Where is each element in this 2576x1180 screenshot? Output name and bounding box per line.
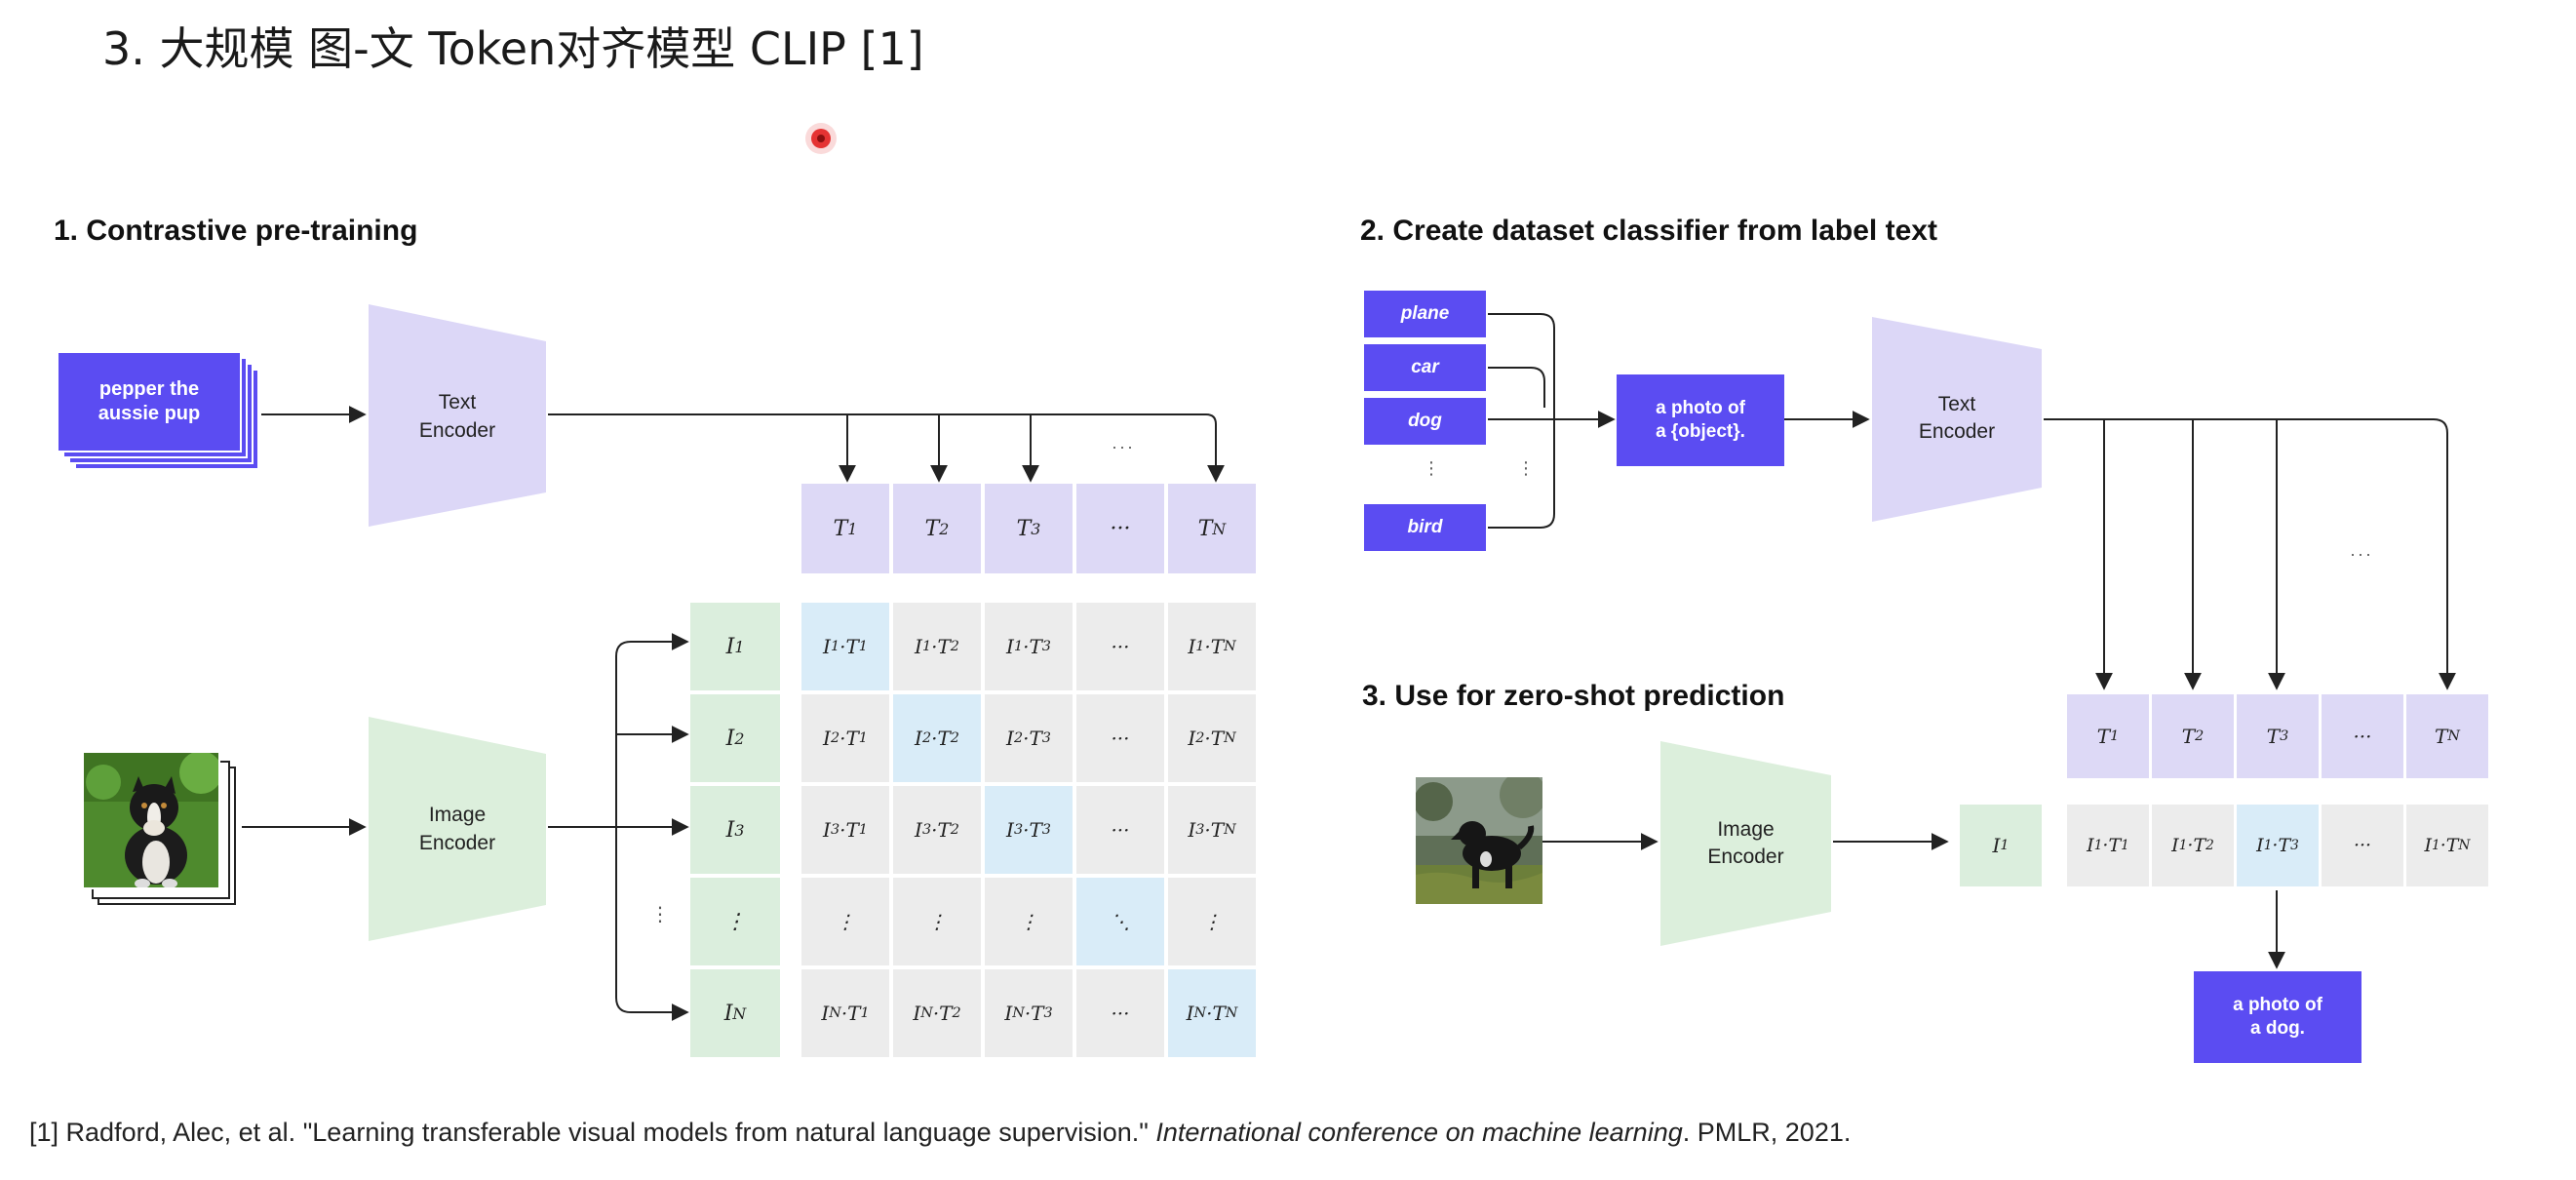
text-encoder-label: Text Encoder [418, 391, 496, 442]
matrix-cell: ··· [1076, 694, 1164, 782]
panel3-heading: 3. Use for zero-shot prediction [1362, 680, 1785, 712]
query-dog-image [1416, 777, 1542, 904]
panel2-ellipsis: ··· [2350, 544, 2373, 564]
text-encoder-2-label: Text Encoder [1918, 392, 1996, 443]
matrix-cell: ··· [1076, 786, 1164, 874]
panel3-text-token-4: ··· [2322, 694, 2403, 778]
label-bird: bird [1362, 502, 1488, 553]
image-token-4: ⋮ [690, 878, 780, 965]
matrix-cell: ⋮ [893, 878, 981, 965]
image-encoder-shape [369, 717, 546, 941]
panel1-heading: 1. Contrastive pre-training [54, 215, 418, 247]
top-ellipsis: ··· [1112, 437, 1135, 456]
citation-venue: International conference on machine lear… [1155, 1118, 1683, 1147]
label-dog: dog [1362, 396, 1488, 447]
label-car: car [1362, 342, 1488, 393]
matrix-cell: ⋮ [801, 878, 889, 965]
text-encoder-shape [369, 304, 546, 527]
laser-pointer-icon [811, 129, 831, 148]
slide-title: 3. 大规模 图-文 Token对齐模型 CLIP [1] [102, 22, 924, 75]
citation-paper: "Learning transferable visual models fro… [302, 1118, 1149, 1147]
prompt-template: a photo of a {object}. [1617, 374, 1784, 466]
text-token-4: ··· [1076, 484, 1164, 573]
label-ellipsis: ⋮ [1423, 458, 1440, 478]
citation: [1] Radford, Alec, et al. "Learning tran… [29, 1118, 1852, 1147]
image-encoder-shape-2 [1660, 741, 1831, 946]
prediction-result: a photo of a dog. [2194, 971, 2361, 1063]
matrix-cell: ⋮ [985, 878, 1073, 965]
label-ellipsis: ⋮ [1517, 458, 1535, 478]
matrix-cell: ⋮ [1168, 878, 1256, 965]
dog-image [82, 751, 220, 889]
matrix-cell: ··· [1076, 603, 1164, 690]
image-encoder-2-label: Image Encoder [1707, 817, 1784, 868]
panel3-product-cell: ··· [2322, 805, 2403, 886]
panel2-heading: 2. Create dataset classifier from label … [1360, 215, 1937, 247]
matrix-cell: ··· [1076, 969, 1164, 1057]
label-plane: plane [1362, 289, 1488, 339]
image-encoder-label: Image Encoder [418, 804, 496, 854]
row-ellipsis: ⋮ [650, 904, 670, 925]
text-encoder-shape-2 [1872, 317, 2042, 522]
matrix-cell: ⋱ [1076, 878, 1164, 965]
text-input-box: pepper the aussie pup [57, 351, 242, 452]
citation-ref: [1] [29, 1118, 59, 1147]
citation-publisher: PMLR, 2021. [1697, 1118, 1852, 1147]
citation-authors: Radford, Alec, et al. [65, 1118, 296, 1147]
